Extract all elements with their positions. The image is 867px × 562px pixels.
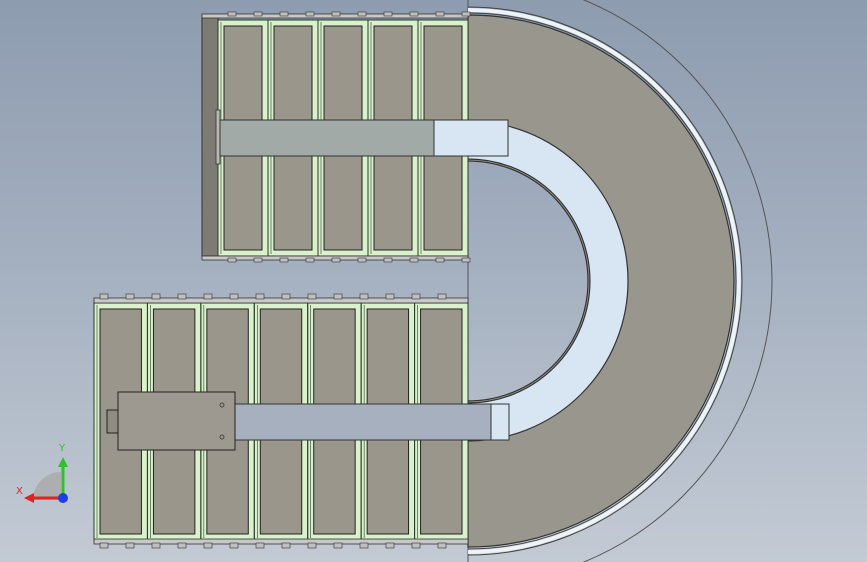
top-chain-link bbox=[383, 11, 393, 17]
coordinate-triad bbox=[24, 457, 68, 503]
top-chain-link bbox=[357, 11, 367, 17]
bottom-chain-link bbox=[151, 542, 161, 549]
bottom-chain-link bbox=[125, 293, 135, 300]
bottom-chain-link bbox=[125, 542, 135, 549]
top-chain-link bbox=[383, 257, 393, 263]
bottom-drive-bar bbox=[233, 403, 492, 441]
top-chain-link bbox=[227, 11, 237, 17]
motor-housing bbox=[117, 391, 236, 451]
triad-plane-arc bbox=[33, 472, 61, 500]
bottom-chain-link bbox=[255, 293, 265, 300]
curve-outer-edge bbox=[467, 0, 773, 562]
top-chain-link bbox=[461, 257, 471, 263]
curve-outer-rail-inner-edge bbox=[467, 12, 737, 550]
top-chain-link bbox=[279, 257, 289, 263]
bottom-chain-link bbox=[281, 542, 291, 549]
bottom-chain-link bbox=[229, 293, 239, 300]
triad-y-label: Y bbox=[59, 443, 66, 454]
bottom-chain-link bbox=[411, 542, 421, 549]
curve-guide-rail bbox=[467, 120, 629, 442]
bottom-guide-straight bbox=[490, 403, 510, 441]
bottom-chain-link bbox=[307, 293, 317, 300]
top-chain-link bbox=[331, 11, 341, 17]
bottom-chain-link bbox=[177, 542, 187, 549]
bottom-chain-link bbox=[411, 293, 421, 300]
curve-outer-rail bbox=[467, 8, 741, 554]
z-axis-dot bbox=[58, 493, 68, 503]
bottom-chain-link bbox=[177, 293, 187, 300]
guide-rail bbox=[106, 109, 510, 451]
bottom-chain-link bbox=[203, 542, 213, 549]
top-chain-link bbox=[253, 257, 263, 263]
bottom-chain-link bbox=[333, 293, 343, 300]
bottom-chain-link bbox=[203, 293, 213, 300]
bottom-chain-link bbox=[385, 293, 395, 300]
bottom-chain-link bbox=[333, 542, 343, 549]
top-chain-link bbox=[331, 257, 341, 263]
bottom-chain-link bbox=[359, 293, 369, 300]
bottom-chain-link bbox=[437, 542, 447, 549]
bottom-chain-link bbox=[437, 293, 447, 300]
curved-conveyor-section bbox=[467, 0, 773, 562]
top-chain-link bbox=[279, 11, 289, 17]
bottom-chain-link bbox=[99, 293, 109, 300]
bottom-chain-link bbox=[99, 542, 109, 549]
motor-bolt bbox=[219, 434, 225, 440]
y-axis-arrowhead bbox=[58, 457, 68, 467]
bottom-chain-link bbox=[255, 542, 265, 549]
top-chain-link bbox=[357, 257, 367, 263]
triad-x-label: X bbox=[16, 486, 23, 497]
top-chain-link bbox=[409, 11, 419, 17]
top-bar-endcap bbox=[215, 109, 221, 165]
top-chain-link bbox=[435, 257, 445, 263]
top-chain-link bbox=[461, 11, 471, 17]
bottom-chain-link bbox=[229, 542, 239, 549]
motor-bolt bbox=[219, 402, 225, 408]
bottom-chain-upper bbox=[93, 297, 469, 304]
top-drive-bar bbox=[219, 119, 435, 157]
curve-outer-rail-edge bbox=[467, 6, 743, 556]
bottom-chain-link bbox=[281, 293, 291, 300]
top-chain-link bbox=[435, 11, 445, 17]
bottom-chain-link bbox=[359, 542, 369, 549]
top-guide-straight bbox=[433, 119, 509, 157]
top-chain-link bbox=[305, 257, 315, 263]
top-chain-link bbox=[227, 257, 237, 263]
x-axis-arrowhead bbox=[24, 493, 34, 503]
bottom-chain-link bbox=[385, 542, 395, 549]
bottom-chain-link bbox=[151, 293, 161, 300]
top-chain-link bbox=[409, 257, 419, 263]
motor-end-plate bbox=[106, 409, 119, 434]
top-chain-link bbox=[253, 11, 263, 17]
bottom-chain-link bbox=[307, 542, 317, 549]
bottom-chain-lower bbox=[93, 538, 469, 545]
top-chain-link bbox=[305, 11, 315, 17]
